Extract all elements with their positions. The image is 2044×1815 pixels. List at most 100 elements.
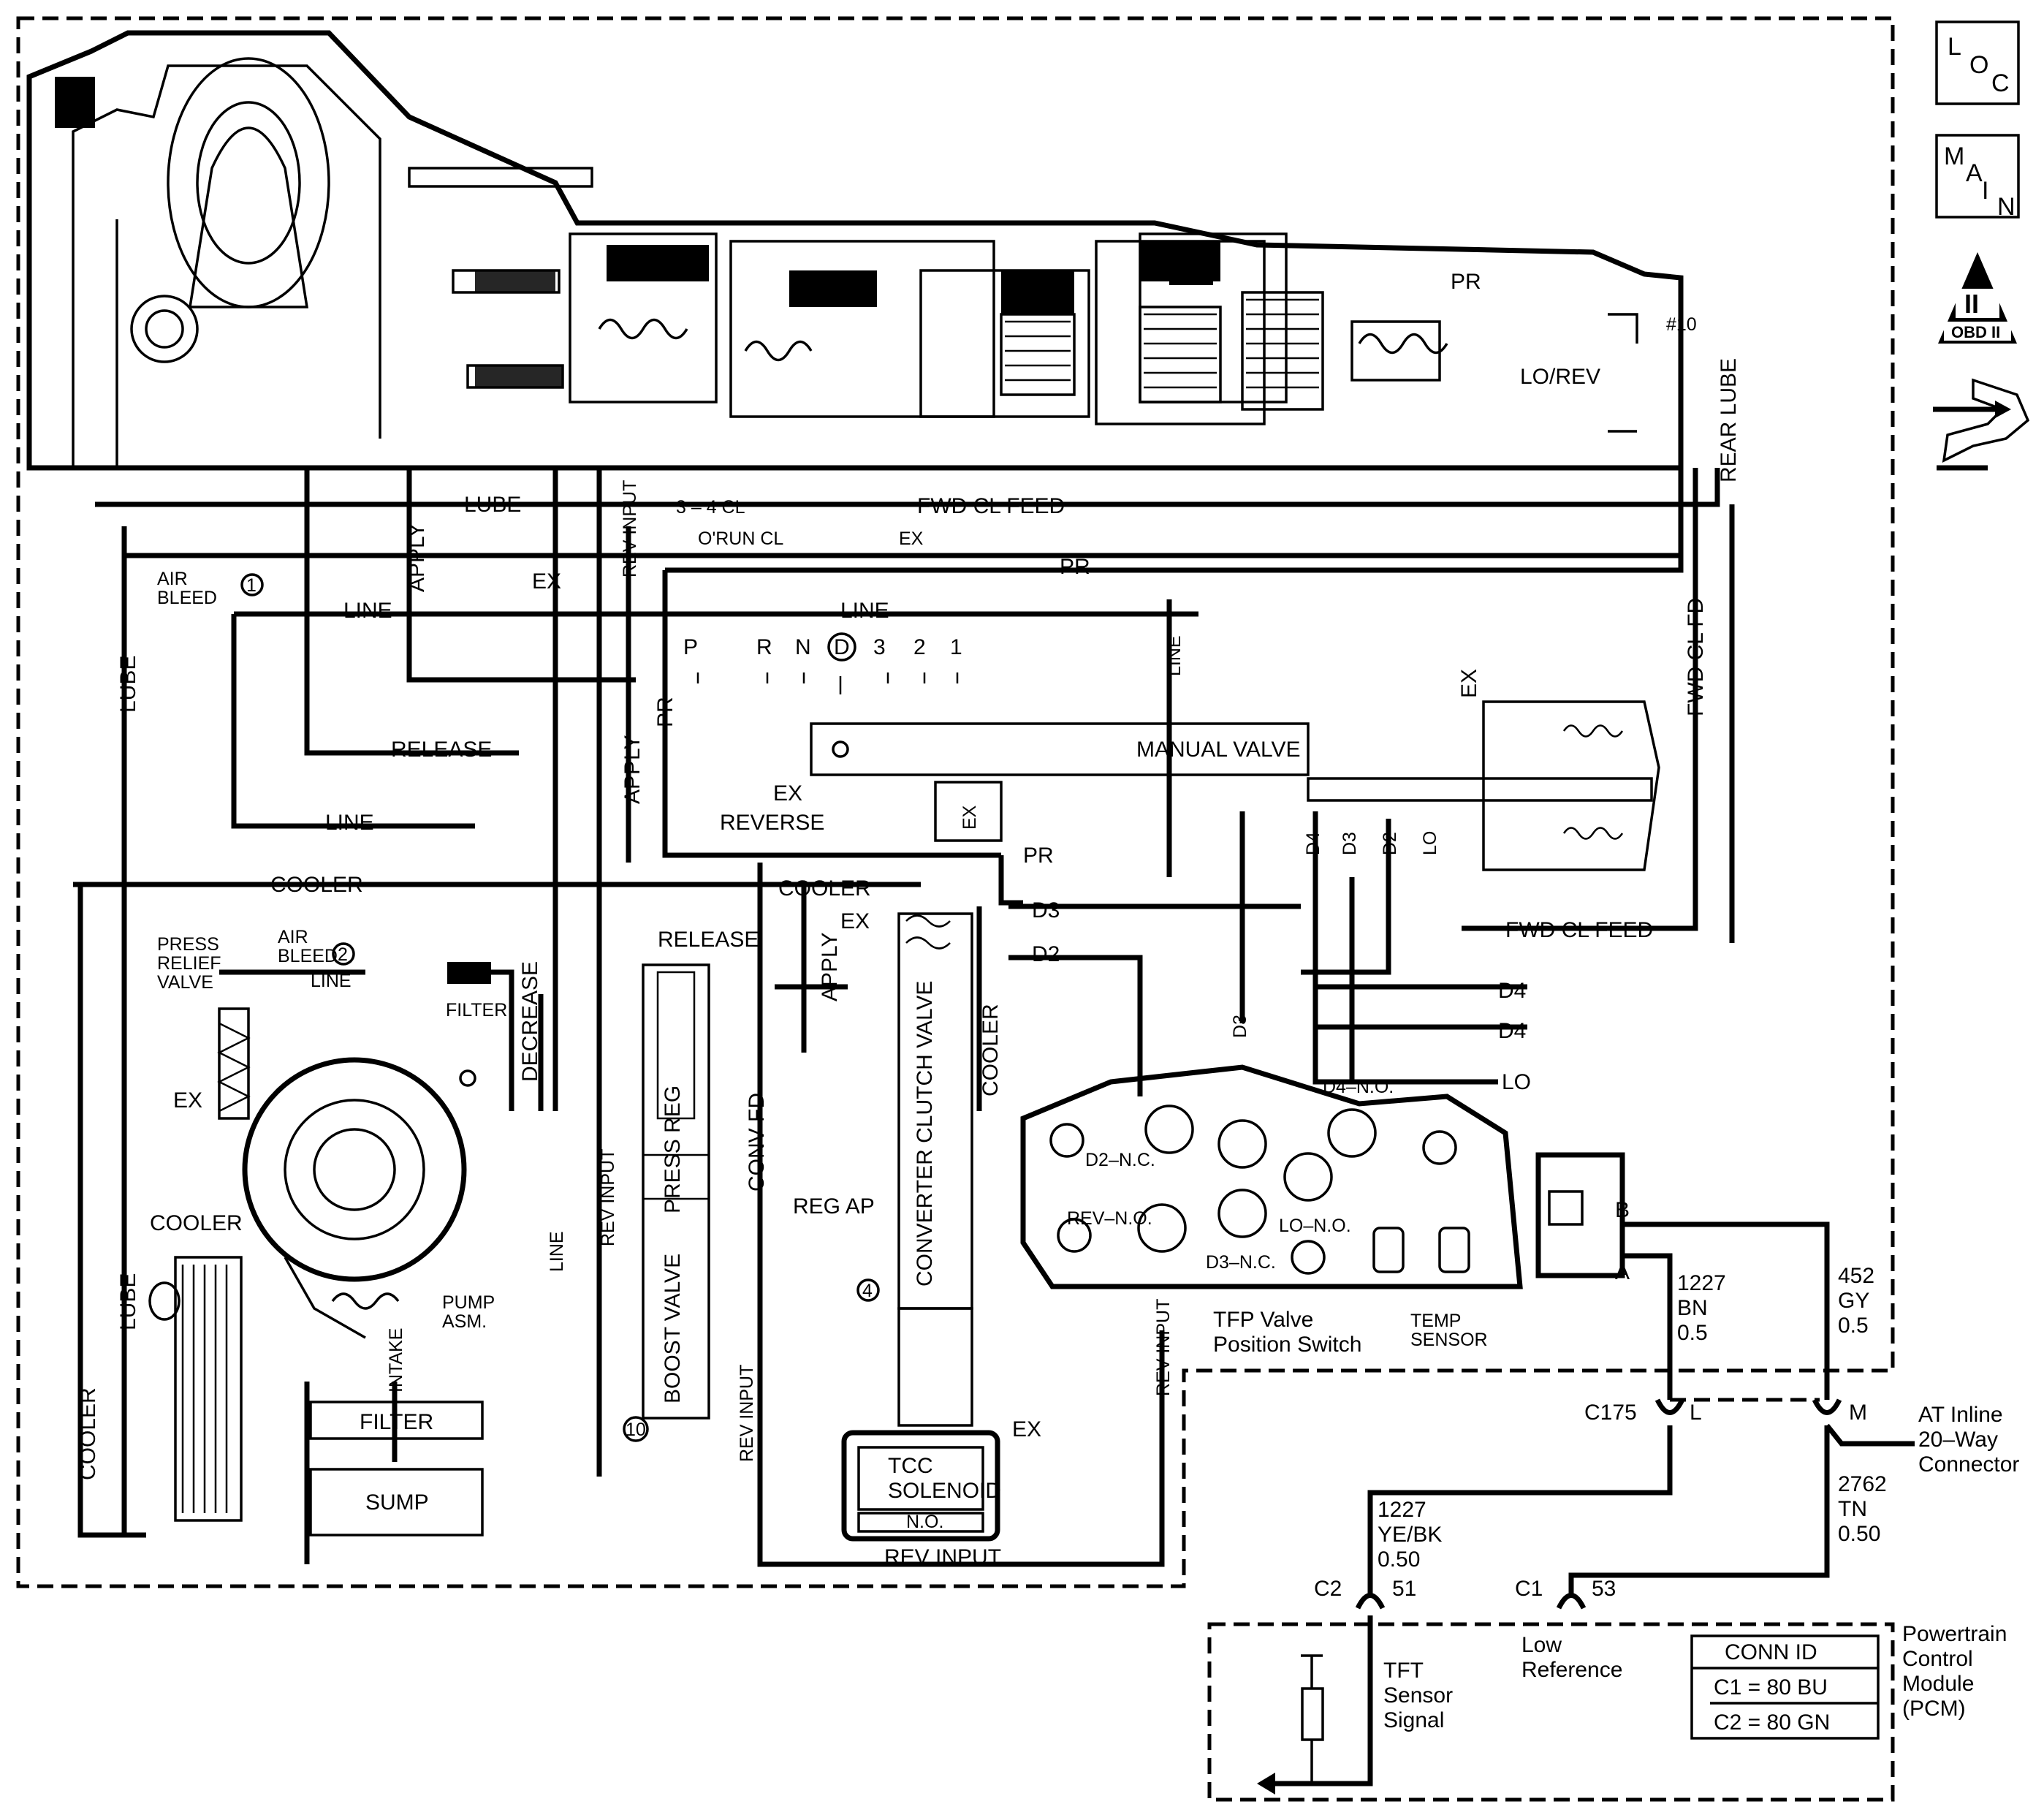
label-fwd-cl-feed: FWD CL FEED — [1505, 918, 1653, 942]
label-ex: EX — [960, 805, 980, 830]
converter-clutch-valve — [897, 912, 973, 1427]
label-reg-ap: REG AP — [793, 1194, 875, 1219]
label-gear-n: N — [795, 635, 811, 659]
obd-icon[interactable]: II OBD II — [1938, 252, 2017, 344]
label-line: LINE — [840, 599, 889, 623]
label-line: LINE — [311, 971, 352, 991]
label-line: LINE — [1164, 635, 1185, 676]
label-cooler: COOLER — [270, 873, 363, 897]
conn-id-row: C1 = 80 BU — [1714, 1675, 1828, 1700]
label-ex: EX — [532, 569, 561, 594]
sump-box — [309, 1468, 484, 1537]
label-pr: PR — [1060, 555, 1090, 579]
label-d3-nc: D3–N.C. — [1206, 1252, 1276, 1273]
label-gear-1: 1 — [950, 635, 962, 659]
hydraulic-passages — [73, 468, 1735, 1567]
label-reverse: REVERSE — [720, 811, 824, 835]
label-pr: PR — [1451, 270, 1481, 294]
label-lo: LO — [1502, 1070, 1531, 1094]
manual-valve[interactable] — [696, 632, 1660, 871]
svg-text:A: A — [1966, 159, 1983, 187]
conn-id-row: C2 = 80 GN — [1714, 1710, 1830, 1735]
label-tcc-no: N.O. — [906, 1512, 943, 1532]
label-ex: EX — [1012, 1417, 1041, 1441]
marker-1: 1 — [240, 573, 264, 596]
label-rear-lube: REAR LUBE — [1717, 358, 1741, 482]
svg-text:M: M — [1944, 143, 1964, 170]
svg-text:II: II — [1964, 289, 1979, 319]
marker-10: 10 — [623, 1416, 649, 1442]
label-d4: D4 — [1498, 1019, 1526, 1043]
label-port: LO — [1420, 831, 1440, 855]
label-decrease: DECREASE — [518, 961, 542, 1082]
label-lo-no: LO–N.O. — [1279, 1216, 1351, 1236]
label-conv-fd: CONV FD — [745, 1093, 769, 1191]
label-pin-b: B — [1615, 1198, 1630, 1222]
label-ex: EX — [173, 1088, 202, 1113]
label-rev-no: REV–N.O. — [1067, 1208, 1152, 1229]
marker-2: 2 — [332, 942, 355, 966]
label-ex: EX — [840, 909, 870, 933]
label-lube: LUBE — [116, 1273, 140, 1330]
svg-text:1: 1 — [246, 575, 257, 596]
label-fwd-cl-fd: FWD CL FD — [1684, 598, 1708, 716]
svg-text:OBD II: OBD II — [1951, 323, 2000, 341]
label-converter-clutch-valve: CONVERTER CLUTCH VALVE — [913, 981, 937, 1287]
label-d4-no: D4–N.O. — [1323, 1077, 1394, 1097]
svg-text:2: 2 — [338, 944, 348, 965]
label-ex: EX — [1457, 669, 1481, 698]
label-pr: PR — [1023, 844, 1054, 868]
label-rev-input: REV INPUT — [598, 1149, 618, 1246]
label-3-4-cl: 3 – 4 CL — [676, 497, 745, 518]
label-port: D4 — [1303, 832, 1323, 855]
label-cooler: COOLER — [778, 876, 871, 901]
label-apply: APPLY — [405, 523, 429, 593]
label-port: D2 — [1380, 832, 1400, 855]
label-filter: FILTER — [446, 1000, 507, 1020]
label-filter: FILTER — [360, 1410, 433, 1434]
label-rev-input: REV INPUT — [737, 1365, 757, 1462]
svg-text:I: I — [1982, 177, 1988, 205]
pump-assembly — [242, 1057, 476, 1339]
label-release: RELEASE — [658, 928, 759, 952]
transmission-boundary — [16, 16, 1895, 1588]
label-line: LINE — [343, 599, 392, 623]
electrical-wiring — [1257, 1221, 1915, 1795]
label-c175: C175 — [1584, 1401, 1637, 1425]
svg-text:O: O — [1969, 51, 1988, 79]
tcc-solenoid[interactable] — [841, 1430, 1000, 1542]
tfp-valve-position-switch[interactable] — [1020, 1064, 1523, 1289]
label-pin-l: L — [1690, 1401, 1702, 1425]
label-press-reg: PRESS REG — [661, 1085, 685, 1213]
svg-text:4: 4 — [862, 1281, 873, 1301]
label-no10: #10 — [1666, 314, 1697, 335]
c175-connector — [1654, 1398, 1842, 1415]
label-pin-a: A — [1615, 1260, 1630, 1284]
label-manual-valve: MANUAL VALVE — [1136, 738, 1301, 762]
label-orun-cl: O'RUN CL — [698, 528, 783, 549]
loc-icon[interactable]: L O C — [1935, 20, 2020, 105]
label-pr: PR — [653, 697, 677, 727]
main-icon[interactable]: M A I N — [1935, 134, 2020, 221]
label-pin-m: M — [1849, 1401, 1867, 1425]
label-ex: EX — [773, 781, 802, 806]
label-rev-input: REV INPUT — [1153, 1299, 1174, 1396]
filter-box — [309, 1401, 484, 1440]
svg-text:C: C — [1991, 69, 2010, 97]
wrench-arrows-icon[interactable] — [1933, 378, 2030, 471]
label-lube: LUBE — [464, 493, 521, 517]
label-lube: LUBE — [116, 656, 140, 713]
label-intake: INTAKE — [386, 1328, 406, 1392]
label-pin: 53 — [1592, 1577, 1616, 1601]
pressure-regulator-valve — [642, 963, 710, 1420]
conn-id-table: CONN ID C1 = 80 BU C2 = 80 GN — [1690, 1634, 1880, 1740]
